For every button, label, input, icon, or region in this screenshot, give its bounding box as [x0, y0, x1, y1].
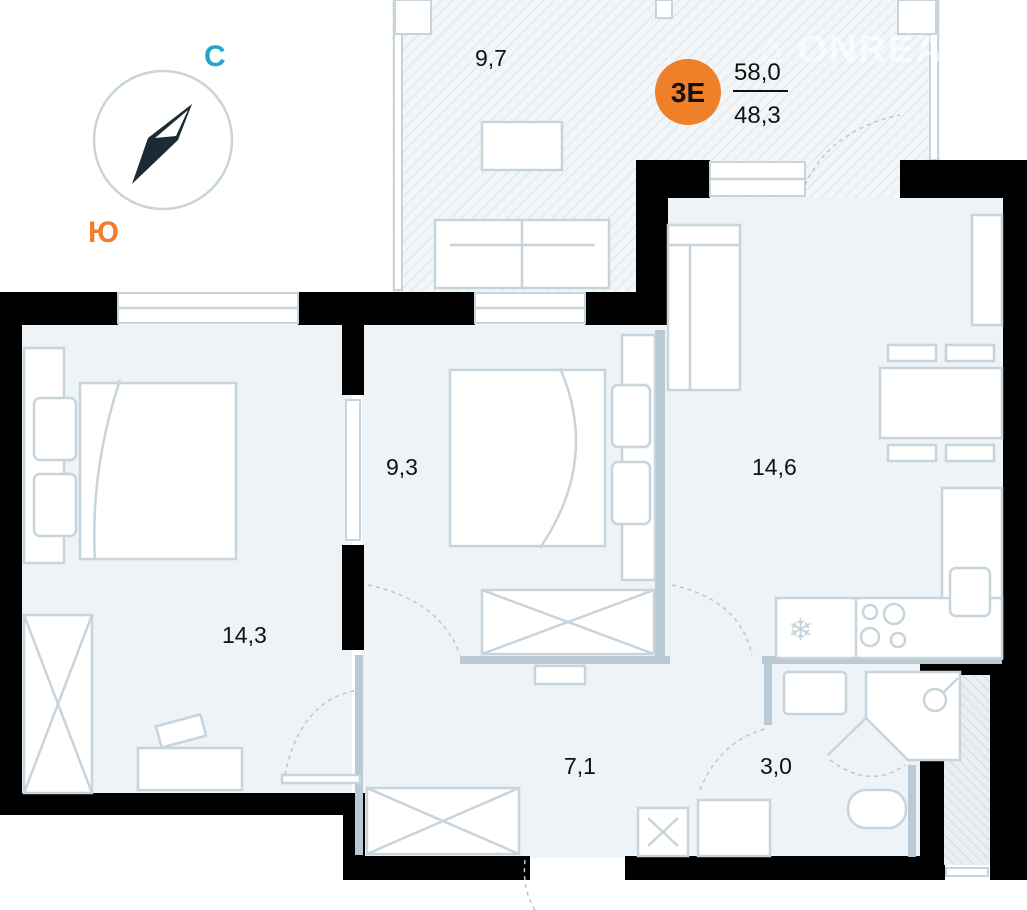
- watermark-logo: ⌂ ONREALT: [760, 29, 992, 71]
- compass-south-label: Ю: [88, 216, 119, 249]
- bathroom-area: 3,0: [760, 753, 792, 779]
- walls: [0, 160, 1027, 880]
- living-area: 48,3: [734, 102, 781, 129]
- total-area: 58,0: [734, 59, 781, 86]
- partitions: [355, 330, 1002, 857]
- bedroom-left-area: 14,3: [222, 622, 267, 648]
- compass: С Ю: [88, 40, 234, 249]
- furniture-middle-bedroom: [367, 333, 753, 686]
- hallway-area: 7,1: [564, 753, 596, 779]
- apartment-badge: 3E 58,0 48,3: [655, 59, 788, 129]
- furniture-left-bedroom: [22, 346, 244, 795]
- compass-north-label: С: [204, 40, 226, 73]
- windows: [117, 161, 806, 541]
- kitchen-area: 14,6: [752, 454, 797, 480]
- furniture-hallway: [280, 689, 536, 910]
- apartment-type-label: 3E: [671, 77, 705, 108]
- bedroom-middle-area: 9,3: [386, 454, 418, 480]
- furniture-kitchen: ❄: [666, 114, 1004, 660]
- balcony-area: 9,7: [475, 45, 507, 71]
- freezer-icon: ❄: [788, 614, 813, 647]
- furniture-bathroom: [636, 670, 962, 858]
